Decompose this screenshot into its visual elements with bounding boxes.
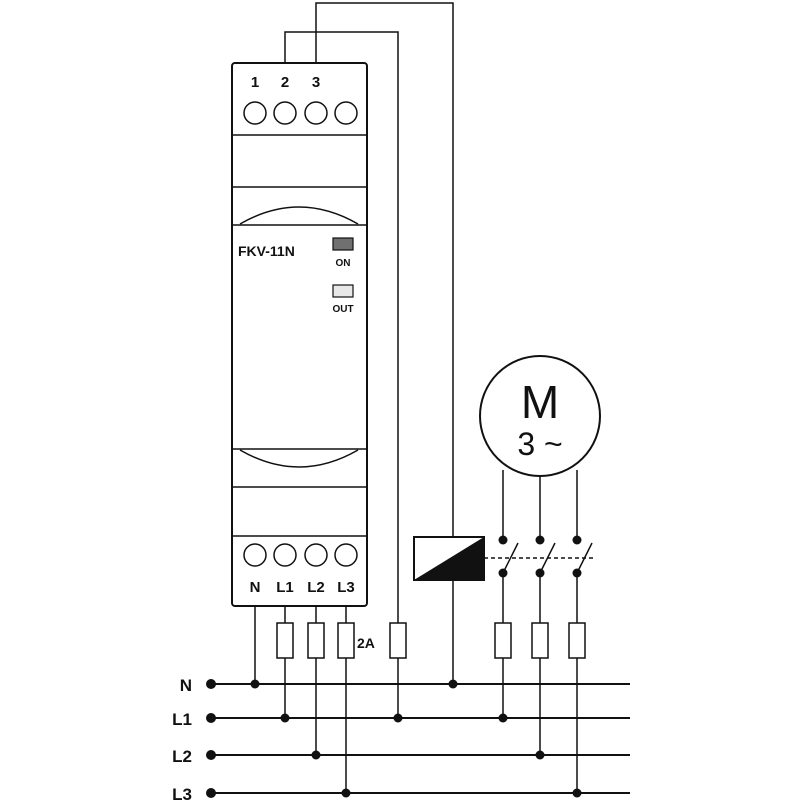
bus-terminal-l2	[206, 750, 216, 760]
wire-terminal-3	[315, 2, 454, 684]
bottom-terminal-label-l1: L1	[276, 579, 294, 596]
bottom-terminal-screw-l2	[304, 543, 328, 567]
relay-module: 1 2 3 FKV-11N ON OUT N L1 L2 L3	[231, 62, 368, 607]
motor-label: M	[521, 376, 559, 428]
top-terminal-screw-1	[243, 101, 267, 125]
led-out-label: OUT	[332, 304, 353, 315]
junction-l2-motor	[535, 750, 545, 760]
junction-l3-motor	[572, 788, 582, 798]
device-model-label: FKV-11N	[238, 243, 295, 259]
bus-label-l3: L3	[172, 785, 192, 800]
junction-l1-motor	[498, 713, 508, 723]
motor-phase-label: 3 ~	[517, 426, 562, 462]
bottom-terminal-label-l3: L3	[337, 579, 355, 596]
bus-terminal-n	[206, 679, 216, 689]
fuse-l2	[307, 622, 325, 659]
bottom-terminal-screw-n	[243, 543, 267, 567]
fuse-2a	[389, 622, 407, 659]
bottom-terminal-screw-l1	[273, 543, 297, 567]
top-terminal-screw-4	[334, 101, 358, 125]
device-supply-wiring: 2A	[250, 606, 407, 798]
led-on-indicator	[332, 237, 354, 251]
fuse-l3	[337, 622, 355, 659]
junction-n-device	[250, 679, 260, 689]
junction-l1-relay	[393, 713, 403, 723]
junction-l3-device	[341, 788, 351, 798]
bus-label-l1: L1	[172, 710, 192, 729]
fuse-rating-label: 2A	[357, 635, 375, 651]
module-curve-bottom	[239, 449, 359, 468]
bus-label-n: N	[180, 676, 192, 695]
contact-top-3	[572, 535, 582, 545]
contact-blade-2	[539, 542, 556, 574]
wire-terminal-2	[284, 31, 399, 623]
module-curve-top	[239, 206, 359, 225]
top-terminal-label-2: 2	[281, 74, 289, 91]
bottom-terminal-label-l2: L2	[307, 579, 325, 596]
fuse-l1	[276, 622, 294, 659]
top-terminal-screw-2	[273, 101, 297, 125]
power-bus: N L1 L2 L3	[172, 676, 630, 800]
bus-terminal-l3	[206, 788, 216, 798]
top-terminal-label-3: 3	[312, 74, 320, 91]
junction-n-relay	[448, 679, 458, 689]
motor-fuse-3	[568, 622, 586, 659]
top-terminal-screw-3	[304, 101, 328, 125]
top-terminal-label-1: 1	[251, 74, 259, 91]
junction-l1-device	[280, 713, 290, 723]
junction-l2-device	[311, 750, 321, 760]
contact-top-2	[535, 535, 545, 545]
coil-symbol-fill	[414, 537, 484, 580]
bus-terminal-l1	[206, 713, 216, 723]
motor-circuit: M 3 ~	[479, 355, 601, 798]
bottom-terminal-screw-l3	[334, 543, 358, 567]
contact-blade-3	[576, 542, 593, 574]
motor-fuse-1	[494, 622, 512, 659]
module-housing	[231, 62, 368, 607]
contact-blade-1	[502, 542, 519, 574]
bus-label-l2: L2	[172, 747, 192, 766]
led-on-label: ON	[336, 258, 351, 269]
contactor-coil	[413, 536, 595, 581]
motor-fuse-2	[531, 622, 549, 659]
led-out-indicator	[332, 284, 354, 298]
bottom-terminal-label-n: N	[250, 579, 261, 596]
contact-top-1	[498, 535, 508, 545]
control-wiring	[284, 2, 458, 723]
